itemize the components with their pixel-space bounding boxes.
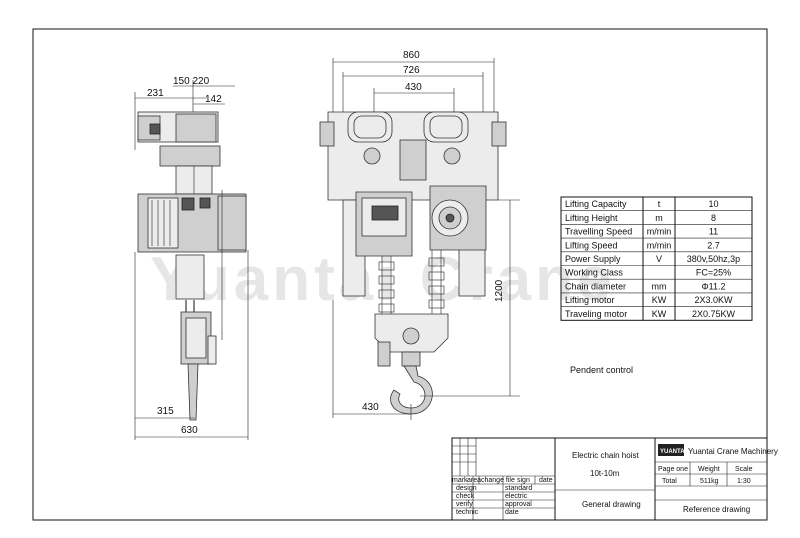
dim-630: 630 xyxy=(181,425,198,436)
rev-header-change-file: change file xyxy=(481,477,515,484)
spec-value: 2.7 xyxy=(707,240,720,250)
drawing-type: General drawing xyxy=(582,500,641,509)
company-logo-text: YUANTAI xyxy=(660,449,687,455)
spec-label: Lifting Height xyxy=(565,213,618,223)
rev-header-mark: mark xyxy=(452,477,468,484)
spec-unit: mm xyxy=(652,281,667,291)
side-view: 150 220 231 142 315 xyxy=(134,76,249,440)
product-name: Electric chain hoist xyxy=(572,451,639,460)
dim-860: 860 xyxy=(403,50,420,61)
company-logo xyxy=(658,444,684,456)
spec-value: 10 xyxy=(708,199,718,209)
spec-value: FC=25% xyxy=(696,268,731,278)
weight-label: Weight xyxy=(698,466,720,473)
rev-header-sign: sign xyxy=(517,477,530,484)
dim-231: 231 xyxy=(147,88,164,99)
spec-unit: KW xyxy=(652,309,667,319)
spec-unit: KW xyxy=(652,295,667,305)
spec-unit: m/min xyxy=(647,240,672,250)
spec-label: Working Class xyxy=(565,268,623,278)
spec-label: Lifting motor xyxy=(565,295,615,305)
spec-label: Power Supply xyxy=(565,254,621,264)
rev-header-area: area xyxy=(467,477,481,484)
weight-value: 511kg xyxy=(700,478,719,485)
spec-unit: t xyxy=(658,199,661,209)
pendent-control-label: Pendent control xyxy=(570,365,633,375)
dim-150-220: 150 220 xyxy=(173,76,210,87)
watermark: Yuantai Crane xyxy=(150,245,615,314)
role-approval: approval xyxy=(505,501,532,508)
spec-unit: m/min xyxy=(647,227,672,237)
dim-726: 726 xyxy=(403,65,420,76)
spec-unit: m xyxy=(655,213,663,223)
spec-value: 2X3.0KW xyxy=(694,295,733,305)
role-date: date xyxy=(505,509,519,516)
dim-142: 142 xyxy=(205,94,222,105)
scale-label: Scale xyxy=(735,466,753,473)
spec-value: Φ11.2 xyxy=(701,281,725,291)
dim-430-bottom: 430 xyxy=(362,402,379,413)
spec-label: Travelling Speed xyxy=(565,227,632,237)
spec-unit: V xyxy=(656,254,662,264)
dim-1200: 1200 xyxy=(494,279,505,302)
spec-label: Chain diameter xyxy=(565,281,626,291)
company-name: Yuantai Crane Machinery xyxy=(688,447,778,456)
reference-drawing: Reference drawing xyxy=(683,505,750,514)
scale-value: 1:30 xyxy=(737,478,751,485)
role-electric: electric xyxy=(505,493,528,500)
spec-label: Lifting Speed xyxy=(565,240,618,250)
front-logo-plate xyxy=(371,205,399,221)
role-check: check xyxy=(456,493,475,500)
spec-value: 380v,50hz,3p xyxy=(687,254,740,264)
spec-label: Lifting Capacity xyxy=(565,199,627,209)
dim-315: 315 xyxy=(157,406,174,417)
title-block: mark area change file sign date design c… xyxy=(451,437,778,521)
sheet-border xyxy=(32,28,768,521)
role-design: design xyxy=(456,485,477,492)
product-model: 10t-10m xyxy=(590,469,620,478)
role-verify: verify xyxy=(456,501,473,508)
dim-430-top: 430 xyxy=(405,82,422,93)
spec-value: 8 xyxy=(711,213,716,223)
page-label: Page one xyxy=(658,466,688,473)
role-standard: standard xyxy=(505,485,532,492)
total-label: Total xyxy=(662,478,677,485)
rev-header-date: date xyxy=(539,477,553,484)
role-technic: technic xyxy=(456,509,479,516)
spec-label: Traveling motor xyxy=(565,309,627,319)
spec-value: 11 xyxy=(709,227,718,237)
front-view: 860 726 430 xyxy=(319,50,520,420)
spec-value: 2X0.75KW xyxy=(692,309,736,319)
